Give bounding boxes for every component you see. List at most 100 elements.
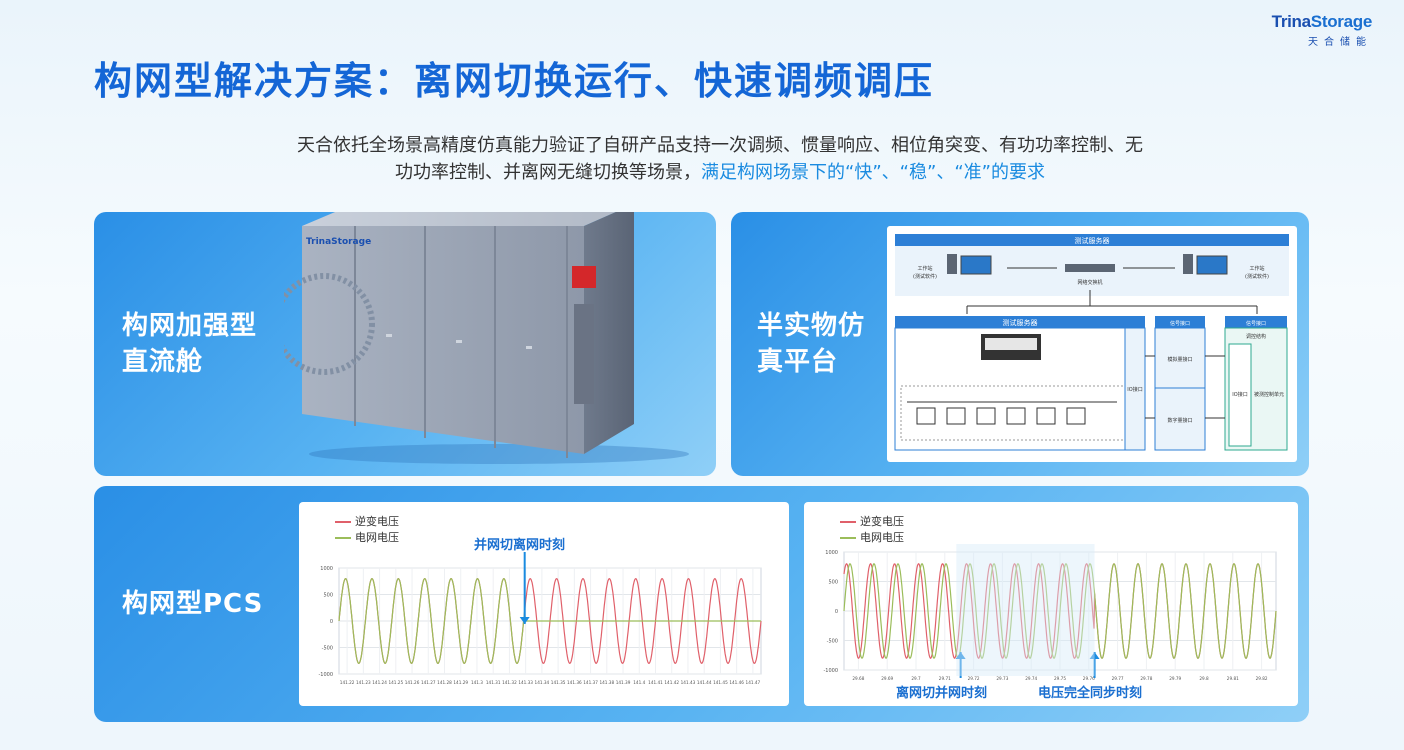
legend-item: 逆变电压 (335, 514, 399, 530)
diag-ws-left: 工作站 (917, 265, 932, 272)
legend-item: 电网电压 (335, 530, 399, 546)
legend-swatch-red (840, 521, 856, 523)
x-tick-label: 141.26 (405, 680, 420, 685)
diag-col-b-ctrl: 被测控制单元 (1254, 391, 1284, 398)
chart-offgrid-to-grid: 逆变电压 电网电压 离网切并网时刻 电压完全同步时刻 1000 500 0 -500 -… (804, 502, 1298, 706)
y-tick-label: -500 (827, 639, 838, 645)
y-tick-label: 500 (828, 580, 838, 586)
y-tick-label: -500 (322, 646, 333, 652)
diag-col-a-header: 信号接口 (1170, 320, 1190, 327)
x-tick-label: 29.73 (996, 676, 1008, 681)
x-tick-label: 29.75 (1054, 676, 1066, 681)
annotation-arrowhead (1089, 652, 1100, 659)
diag-ws-left-sub: (测试软件) (913, 273, 937, 280)
x-tick-label: 29.82 (1256, 676, 1268, 681)
diag-io-port: IO接口 (1127, 386, 1142, 393)
x-tick-label: 29.69 (881, 676, 893, 681)
diag-ws-right-sub: (测试软件) (1245, 273, 1269, 280)
pcs-panel: 构网型PCS 逆变电压 电网电压 并网切离网时刻 1000 500 0 -500 -10… (94, 486, 1309, 722)
x-tick-label: 29.8 (1199, 676, 1209, 681)
x-tick-label: 141.35 (551, 680, 566, 685)
diag-col-a-2: 数字量接口 (1167, 417, 1192, 424)
x-tick-label: 141.47 (746, 680, 761, 685)
x-tick-label: 141.33 (518, 680, 533, 685)
y-tick-label: 1000 (320, 566, 333, 572)
pcs-label: 构网型PCS (122, 589, 264, 619)
hil-diagram: 测试服务器 工作站 (测试软件) 工作站 (测试软件) 网络交换机 测试服务器 (887, 226, 1297, 462)
legend-swatch-red (335, 521, 351, 523)
page-title: 构网型解决方案：离网切换运行、快速调频调压 (94, 59, 935, 103)
annotation-arrowhead (519, 617, 530, 624)
y-tick-label: 0 (330, 619, 333, 625)
x-tick-label: 141.46 (729, 680, 744, 685)
x-tick-label: 29.77 (1112, 676, 1124, 681)
diag-col-b-io: IO接口 (1232, 391, 1247, 398)
y-tick-label: 0 (835, 609, 838, 615)
diag-col-a-1: 模拟量接口 (1167, 356, 1192, 363)
x-tick-label: 141.27 (421, 680, 436, 685)
logo-cn: 天合储能 (1308, 37, 1372, 48)
legend-swatch-green (335, 537, 351, 539)
x-tick-label: 141.42 (664, 680, 679, 685)
x-tick-label: 141.25 (388, 680, 403, 685)
container-brand: TrinaStorage (306, 237, 371, 247)
chart2-legend: 逆变电压 电网电压 (840, 514, 904, 546)
dc-cabin-label: 构网加强型直流舱 (122, 311, 258, 377)
y-tick-label: -1000 (318, 672, 333, 678)
x-tick-label: 29.7 (911, 676, 921, 681)
hil-diagram-svg: 测试服务器 工作站 (测试软件) 工作站 (测试软件) 网络交换机 测试服务器 (894, 234, 1289, 451)
diag-switch: 网络交换机 (1077, 279, 1102, 286)
legend-item: 电网电压 (840, 530, 904, 546)
x-tick-label: 141.24 (372, 680, 387, 685)
x-tick-label: 141.39 (616, 680, 631, 685)
hil-label: 半实物仿真平台 (757, 311, 866, 377)
x-tick-label: 141.45 (713, 680, 728, 685)
x-tick-label: 141.31 (486, 680, 501, 685)
legend-item: 逆变电压 (840, 514, 904, 530)
subtitle-highlight: 满足构网场景下的“快”、“稳”、“准”的要求 (701, 162, 1045, 183)
x-tick-label: 141.44 (697, 680, 712, 685)
series-line (843, 562, 1277, 660)
x-tick-label: 141.38 (599, 680, 614, 685)
logo-wordmark: TrinaStorage (1271, 12, 1373, 31)
diag-server-header: 测试服务器 (1003, 318, 1038, 327)
chart2-annotation-left: 离网切并网时刻 (896, 686, 988, 701)
diag-top-header: 测试服务器 (1075, 236, 1110, 245)
x-tick-label: 141.34 (535, 680, 550, 685)
series-line (338, 578, 761, 664)
hil-panel: 半实物仿真平台 测试服务器 工作站 (测试软件) 工作站 (测试软件) 网络交换… (731, 212, 1309, 476)
diag-ws-right: 工作站 (1249, 265, 1264, 272)
x-tick-label: 29.72 (968, 676, 980, 681)
dc-cabin-panel: 构网加强型直流舱 TrinaStorage (94, 212, 716, 476)
transition-highlight (956, 544, 1095, 676)
chart-grid-to-offgrid: 逆变电压 电网电压 并网切离网时刻 1000 500 0 -500 -1000 141.2… (299, 502, 789, 706)
x-tick-label: 141.41 (648, 680, 663, 685)
x-tick-label: 29.76 (1083, 676, 1095, 681)
x-tick-label: 29.81 (1227, 676, 1239, 681)
x-tick-label: 141.22 (340, 680, 355, 685)
x-tick-label: 141.28 (437, 680, 452, 685)
x-tick-label: 141.3 (471, 680, 483, 685)
chart1-legend: 逆变电压 电网电压 (335, 514, 399, 546)
x-tick-label: 141.4 (633, 680, 645, 685)
diag-col-b-sub: 调控结构 (1246, 333, 1266, 340)
page-subtitle: 天合依托全场景高精度仿真能力验证了自研产品支持一次调频、惯量响应、相位角突变、有… (120, 132, 1320, 186)
x-tick-label: 29.78 (1140, 676, 1152, 681)
x-tick-label: 141.23 (356, 680, 371, 685)
annotation-arrowhead (955, 652, 966, 659)
x-tick-label: 141.32 (502, 680, 517, 685)
y-tick-label: -1000 (823, 668, 838, 674)
x-tick-label: 29.74 (1025, 676, 1037, 681)
y-tick-label: 500 (323, 593, 333, 599)
subtitle-line-1: 天合依托全场景高精度仿真能力验证了自研产品支持一次调频、惯量响应、相位角突变、有… (297, 135, 1143, 156)
chart2-annotation-right: 电压完全同步时刻 (1038, 686, 1143, 701)
chart1-annotation: 并网切离网时刻 (474, 538, 566, 553)
x-tick-label: 29.71 (939, 676, 951, 681)
x-tick-label: 141.43 (681, 680, 696, 685)
x-tick-label: 29.79 (1169, 676, 1181, 681)
y-tick-label: 1000 (825, 550, 838, 556)
x-tick-label: 141.37 (583, 680, 598, 685)
x-tick-label: 141.36 (567, 680, 582, 685)
